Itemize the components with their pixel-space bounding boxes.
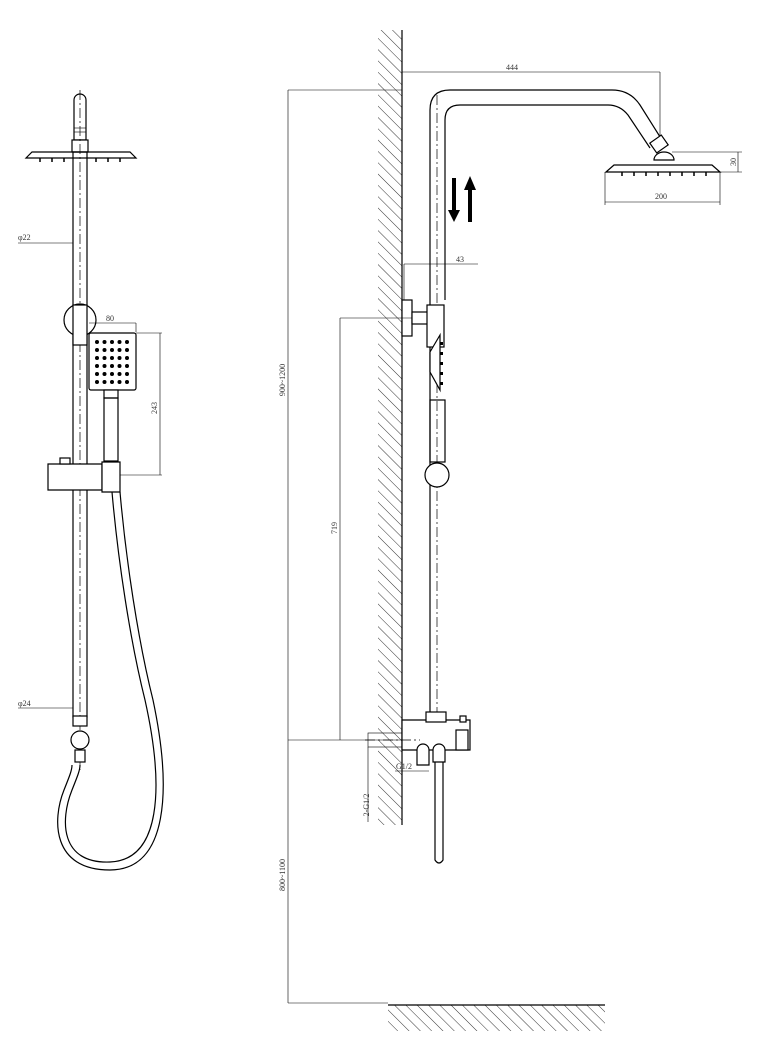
hose <box>64 491 157 863</box>
spray-nozzle <box>125 380 129 384</box>
spray-nozzle <box>117 372 122 376</box>
spray-nozzle <box>117 348 122 352</box>
spray-nozzle <box>110 372 114 376</box>
spray-nozzle <box>117 356 122 360</box>
spray-nozzle <box>117 380 122 384</box>
spray-nozzle <box>110 348 114 352</box>
spray-nozzle <box>102 372 107 376</box>
spray-nozzle <box>102 348 107 352</box>
dim-bracket-height: 719 <box>330 522 339 534</box>
spray-nozzle <box>110 364 114 368</box>
spray-nozzle <box>95 356 99 360</box>
floor-hatch <box>388 1005 605 1031</box>
spray-nozzle <box>117 340 122 344</box>
side-shower-head <box>604 164 722 173</box>
rod-top-cap <box>73 93 87 141</box>
front-view: φ22 80 243 φ24 <box>18 90 164 871</box>
up-down-arrows-icon <box>448 176 476 222</box>
spray-nozzle <box>102 340 107 344</box>
dim-inlet-thread: 2-G1/2 <box>362 794 371 817</box>
spray-nozzle <box>102 356 107 360</box>
dim-hand-shower-length: 243 <box>150 402 159 414</box>
shower-arm <box>429 89 663 715</box>
side-hose <box>434 762 444 864</box>
dim-bracket-offset: 43 <box>456 255 464 264</box>
dim-outlet-thread: G1/2 <box>396 762 412 771</box>
side-slider <box>424 462 450 488</box>
dim-arm-length: 444 <box>506 63 518 72</box>
spray-nozzle <box>110 380 114 384</box>
spray-nozzle <box>102 364 107 368</box>
dim-column-height: 900~1200 <box>278 364 287 396</box>
spray-nozzle <box>95 372 99 376</box>
spray-nozzle <box>125 348 129 352</box>
spray-nozzle <box>95 380 99 384</box>
spray-nozzle <box>125 356 129 360</box>
spray-nozzle <box>125 340 129 344</box>
dim-head-width: 200 <box>655 192 667 201</box>
spray-nozzle <box>102 380 107 384</box>
dim-mixer-height: 800~1100 <box>278 859 287 891</box>
slider <box>47 463 103 491</box>
spray-nozzle <box>95 340 99 344</box>
spray-nozzle <box>117 364 122 368</box>
rod-diameter-upper: φ22 <box>18 233 31 242</box>
spray-nozzle <box>125 372 129 376</box>
front-shower-head <box>24 151 138 159</box>
rod-diameter-lower: φ24 <box>18 699 31 708</box>
hose-connector <box>70 730 90 750</box>
spray-nozzle <box>125 364 129 368</box>
spray-nozzle <box>95 348 99 352</box>
hand-shower-handle <box>103 397 119 462</box>
dim-head-height: 30 <box>729 158 738 166</box>
spray-nozzle <box>95 364 99 368</box>
dim-hand-shower-width: 80 <box>106 314 114 323</box>
side-hand-shower-handle <box>429 399 446 463</box>
wall-hatch <box>378 30 402 825</box>
spray-nozzle <box>110 356 114 360</box>
side-view: 444 200 30 43 900~1200 71 <box>278 30 742 1031</box>
spray-nozzle <box>110 340 114 344</box>
